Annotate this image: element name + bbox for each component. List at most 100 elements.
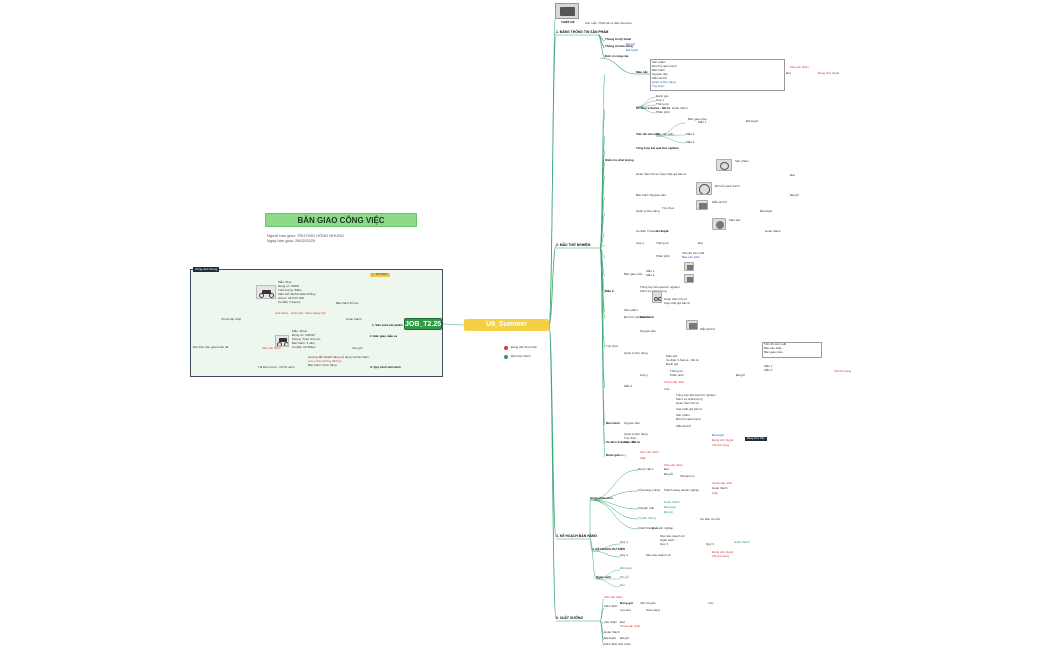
s2-row-e[interactable]: Hoàn thiện hồ sơ bbox=[636, 172, 659, 176]
s4-c-2: Ngân sách bbox=[660, 538, 675, 542]
branch2-label[interactable]: 2. Bàn giao mẫu xe bbox=[370, 334, 398, 338]
connector bbox=[599, 247, 606, 320]
s2-p-2: Mẫu 2 bbox=[646, 273, 655, 277]
connector bbox=[589, 499, 639, 510]
s1-note-1: Đã duyệt bbox=[626, 48, 639, 52]
s5-c-2: Vận chuyển bbox=[640, 601, 656, 605]
connector bbox=[599, 149, 606, 249]
s2-r-1: Tổng hợp kết quả thử nghiệm bbox=[676, 393, 716, 397]
s5-c-7: Hoàn thành bbox=[604, 630, 620, 634]
branch3-link: Tài liệu nội bộ - Chính sách bbox=[258, 365, 295, 369]
s2-group-c[interactable]: Tiến độ sản xuất bbox=[636, 132, 660, 136]
s2-thumb-7 bbox=[652, 291, 662, 303]
s2-group-d[interactable]: Tổng hợp kết quả thử nghiệm bbox=[636, 146, 679, 150]
s2-row-g[interactable]: Quản lý kho hàng bbox=[636, 209, 660, 213]
s4-c-4: Quý 3 bbox=[706, 542, 715, 546]
s1-child-2[interactable]: Đơn vị cung cấp bbox=[605, 54, 629, 58]
job-node-label: JOB_T2.25 bbox=[405, 321, 442, 328]
s3-c-4: Cửa hàng online bbox=[638, 488, 661, 492]
s2-q-main[interactable]: Tùy chọn bbox=[606, 344, 619, 348]
s2-p-7[interactable]: Sản phẩm bbox=[624, 308, 638, 312]
s2-c-3: Mẫu 2 bbox=[686, 132, 695, 136]
s4-c-5: Hoàn thành bbox=[734, 540, 750, 544]
s2-nb2-red: Cần bổ sung bbox=[834, 369, 852, 373]
s2-b-2: Thông số bbox=[656, 102, 669, 106]
s2-r-2: Kiểm tra chất lượng bbox=[676, 397, 703, 401]
s2-row-i[interactable]: Góp ý bbox=[636, 241, 645, 245]
s5-c-11: Xác nhận bbox=[618, 642, 631, 646]
s2-s-main[interactable]: Xe điện V-Series - Mô tả bbox=[606, 440, 640, 444]
scooter-image-2 bbox=[275, 335, 289, 347]
s2-thumb-8 bbox=[686, 320, 698, 330]
branch1-label[interactable]: 1. Sản xuất sản phẩm bbox=[372, 323, 403, 327]
s2-main-node[interactable]: Kiểm tra chất lượng bbox=[605, 158, 634, 162]
s2-r-0[interactable]: Mẫu 3 bbox=[624, 384, 633, 388]
connector bbox=[599, 57, 637, 75]
branch3-label[interactable]: 3. Quy trình vận hành bbox=[370, 365, 401, 369]
branch1-side2: Hoàn thành bbox=[346, 317, 362, 321]
section-3-label[interactable]: 3. KẾ HOẠCH BÁN HÀNG bbox=[556, 534, 598, 538]
s2-p-8[interactable]: Đối thủ cạnh tranh bbox=[624, 315, 649, 319]
section-5-label[interactable]: 5. XUẤT XƯỞNG bbox=[556, 616, 583, 620]
s2-r-5: Sản phẩm bbox=[676, 413, 690, 417]
s2-thumb-3-note: Mẫu lái thử bbox=[712, 200, 728, 204]
connector bbox=[589, 538, 597, 580]
s5-c-6: Đạt bbox=[620, 620, 625, 624]
s5-c-3: Lưu kho bbox=[620, 608, 632, 612]
s4-c-g1: Đã gửi bbox=[620, 575, 630, 579]
s3-c-red0: Cần xác nhận bbox=[664, 463, 683, 467]
s3-c-g1: Đã duyệt bbox=[664, 505, 677, 509]
s2-s-0: Quản lý kho hàng bbox=[624, 432, 648, 436]
s2-note-box-2 bbox=[762, 342, 822, 358]
design-thumbnail[interactable] bbox=[555, 3, 579, 19]
s2-group-a[interactable]: Màu sắc bbox=[636, 70, 648, 74]
s1-child-0[interactable]: Thông tin kỹ thuật bbox=[605, 37, 631, 41]
scooter-image-1 bbox=[256, 285, 276, 299]
s2-thumb-1 bbox=[716, 159, 732, 171]
branch2-far-left: Đã nhận bàn giao hoàn tất bbox=[193, 345, 229, 349]
handover-title: BÀN GIAO CÔNG VIỆC bbox=[297, 216, 385, 225]
s2-row-h[interactable]: Xe điện V-Series - Mô tả bbox=[636, 229, 669, 233]
s3-c-10: Khách hàng doanh nghiệp bbox=[638, 526, 674, 530]
s2-nb2-1: Báo cáo tuần bbox=[764, 346, 782, 350]
s1-child-1[interactable]: Thông tin bán hàng bbox=[605, 44, 633, 48]
connector bbox=[589, 499, 639, 520]
s2-nb2-4: Mẫu 2 bbox=[764, 368, 773, 372]
s4-label[interactable]: 4. KẾ HOẠCH DỰ KIẾN bbox=[592, 547, 625, 551]
branch1-note-0: Mẫu: Plus bbox=[278, 280, 292, 284]
handover-date: Ngày bàn giao: 28/02/2025 bbox=[267, 238, 316, 243]
connector bbox=[548, 245, 557, 326]
connector bbox=[591, 550, 621, 558]
s4-c-8[interactable]: Ngân sách bbox=[596, 575, 612, 579]
s3-child-0[interactable]: Kênh phân phối bbox=[590, 496, 613, 500]
section-1-label[interactable]: 1. ĐĂNG THÔNG TIN SẢN PHẨM bbox=[556, 30, 609, 34]
s2-b-3: Phân phối bbox=[656, 110, 670, 114]
s2-r-main[interactable]: Bảo hành bbox=[606, 421, 620, 425]
s2-group-b[interactable]: Xe điện V-Series - Mô tả bbox=[636, 106, 670, 110]
s2-p-0[interactable]: Bàn giao mẫu bbox=[624, 272, 643, 276]
branch1-link[interactable]: Link Drive - Hình ảnh, Video Quay Q3 bbox=[275, 311, 326, 315]
s2-note-2: Bảo hành bbox=[652, 68, 665, 72]
s2-row-f-note: Nguyên liệu bbox=[650, 193, 666, 197]
s2-thumb-1-note: Sản phẩm bbox=[735, 159, 749, 163]
s3-c-6: Hoàn thành bbox=[712, 486, 728, 490]
connector bbox=[595, 578, 621, 588]
s3-c-0: Đại lý cấp 1 bbox=[638, 467, 654, 471]
s2-q-6: Góp ý bbox=[640, 373, 649, 377]
connector bbox=[548, 32, 557, 326]
s2-note-0: Sản phẩm bbox=[652, 60, 666, 64]
s2-t-main[interactable]: Đánh giá bbox=[606, 453, 619, 457]
s5-c-10: Kiểm định bbox=[604, 642, 618, 646]
center-node[interactable]: U9_Summer bbox=[464, 319, 549, 331]
s2-t-red: Cần xác nhận bbox=[640, 450, 659, 454]
job-node[interactable]: JOB_T2.25 bbox=[404, 318, 442, 330]
s2-p-6: Cập nhật giá bán lẻ bbox=[664, 301, 691, 305]
s2-thumb-2 bbox=[696, 182, 712, 195]
s2-q-2[interactable]: Quản lý kho hàng bbox=[624, 351, 648, 355]
s4-c-red2: Cần bổ sung bbox=[712, 554, 730, 558]
s2-row-f[interactable]: Bảo hành bbox=[636, 193, 649, 197]
s2-p-main[interactable]: Mẫu 3 bbox=[605, 289, 614, 293]
s4-c-3: Quý 2 bbox=[660, 542, 669, 546]
section-2-label[interactable]: 2. MẪU THỬ NGHIỆM bbox=[556, 243, 591, 247]
s2-thumb-3 bbox=[696, 200, 708, 210]
